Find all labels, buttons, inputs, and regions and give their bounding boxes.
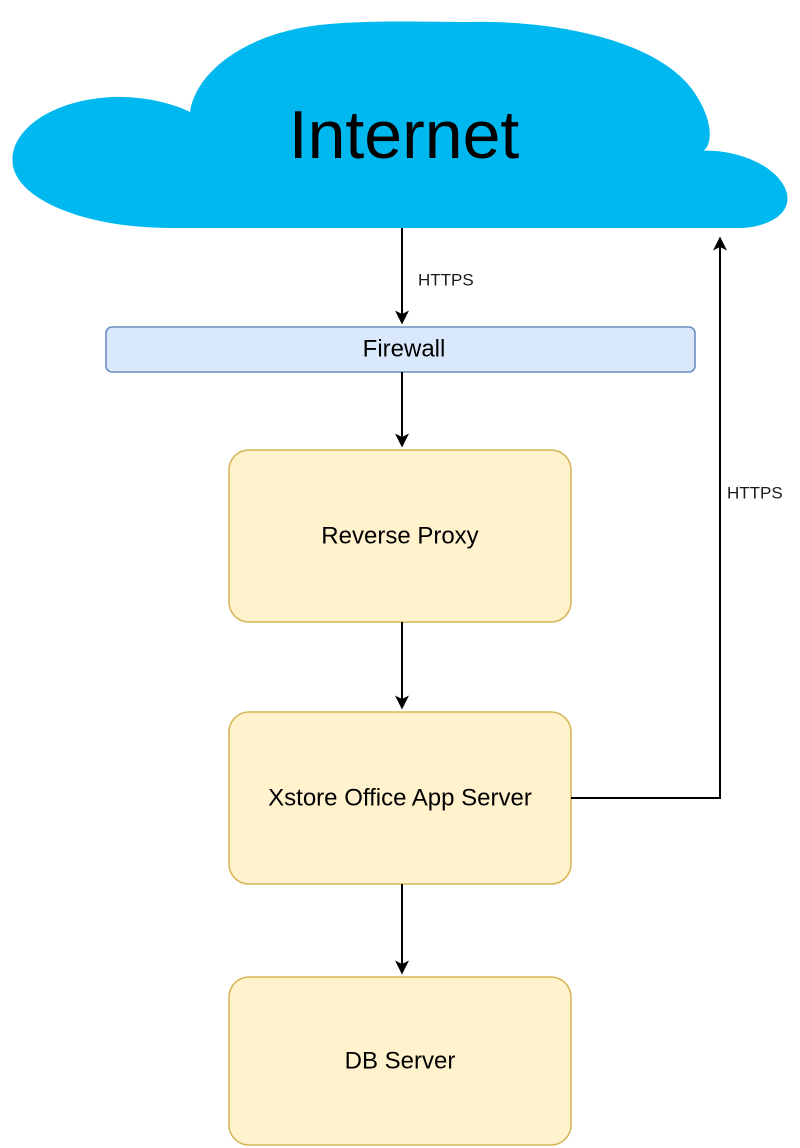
- node-firewall[interactable]: Firewall: [105, 326, 696, 373]
- db-server-box: [228, 976, 572, 1146]
- node-label-app-server: Xstore Office App Server: [268, 784, 532, 811]
- edge-line-appserver-internet: [571, 236, 727, 799]
- node-label-firewall: Firewall: [363, 335, 446, 362]
- node-label-reverse-proxy: Reverse Proxy: [321, 522, 478, 549]
- edge-label-https-outbound: HTTPS: [727, 483, 783, 502]
- node-internet[interactable]: Internet: [12, 21, 788, 229]
- node-app-server[interactable]: Xstore Office App Server: [228, 711, 572, 885]
- node-db-server[interactable]: DB Server: [228, 976, 572, 1146]
- edge-internet-to-firewall: HTTPS: [395, 228, 474, 325]
- firewall-box: [105, 326, 696, 373]
- node-reverse-proxy[interactable]: Reverse Proxy: [228, 449, 572, 623]
- cloud-shape: [12, 21, 788, 228]
- cloud-label-internet: Internet: [289, 97, 520, 173]
- edge-app-server-to-internet: HTTPS: [571, 236, 783, 799]
- edge-label-https-inbound: HTTPS: [418, 270, 474, 289]
- reverse-proxy-box: [228, 449, 572, 623]
- node-label-db-server: DB Server: [345, 1047, 456, 1074]
